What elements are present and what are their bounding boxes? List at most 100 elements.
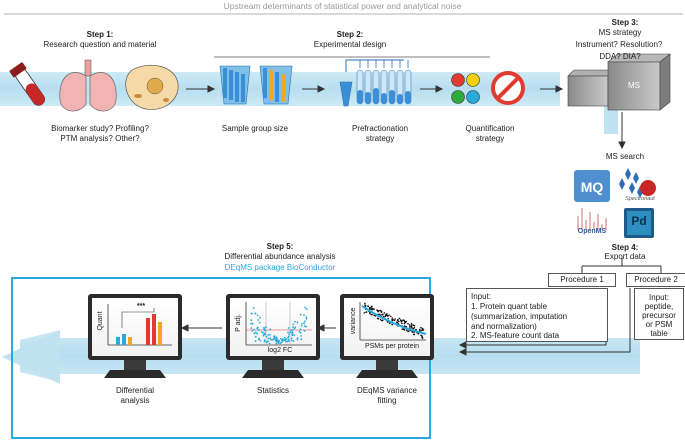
- volcano-point: [304, 320, 306, 323]
- volcano-point: [305, 317, 308, 320]
- monitor3-caption-2: fitting: [377, 396, 397, 405]
- variance-fit-line: [361, 305, 427, 335]
- volcano-point: [279, 342, 282, 345]
- input-1-line-2: 1. Protein quant table: [471, 302, 548, 311]
- volcano-point: [300, 335, 303, 337]
- input-1-box: Input: 1. Protein quant table (summariza…: [466, 288, 608, 342]
- volcano-point: [282, 338, 284, 340]
- monitor1-ylabel: Quant: [97, 311, 104, 331]
- variance-point: [387, 315, 389, 317]
- step1-caption-1: Biomarker study? Profiling?: [51, 124, 149, 133]
- volcano-point: [265, 326, 267, 329]
- volcano-point: [273, 335, 276, 337]
- volcano-point: [290, 339, 293, 342]
- variance-point: [388, 314, 390, 316]
- step3-title: MS strategy: [598, 28, 642, 37]
- volcano-point: [269, 328, 272, 331]
- step4-title: Export data: [604, 252, 646, 261]
- step1-title: Research question and material: [43, 40, 157, 49]
- variance-point: [379, 318, 382, 321]
- volcano-point: [256, 333, 259, 335]
- step3-question-1: Instrument? Resolution?: [575, 40, 663, 49]
- variance-point: [368, 307, 371, 310]
- prefrac-caption-2: strategy: [365, 134, 395, 143]
- maxquant-logo: [574, 170, 610, 202]
- volcano-point: [269, 337, 272, 340]
- volcano-point: [258, 329, 260, 331]
- lungs-icon: [59, 59, 117, 112]
- ms-search-label: MS search: [605, 152, 645, 161]
- variance-point: [376, 317, 379, 320]
- monitor1-caption-2: analysis: [120, 396, 150, 405]
- volcano-point: [279, 338, 282, 340]
- volcano-point: [254, 312, 257, 315]
- variance-point: [367, 305, 369, 307]
- variance-point: [385, 314, 388, 317]
- variance-point: [411, 327, 413, 329]
- variance-point: [376, 309, 378, 311]
- volcano-point: [300, 325, 303, 327]
- mini-bar-chart: [107, 304, 172, 346]
- volcano-point: [305, 325, 308, 328]
- volcano-point: [268, 342, 271, 345]
- flow-arrows-top: [186, 85, 564, 93]
- volcano-point: [259, 339, 262, 342]
- variance-point: [387, 317, 390, 320]
- input-2-line-2: peptide,: [644, 302, 674, 311]
- procedure-1-label: Procedure 1: [560, 275, 604, 284]
- volcano-point: [300, 323, 303, 325]
- volcano-point: [263, 339, 266, 342]
- volcano-point: [294, 320, 296, 323]
- quant-caption-1: Quantification: [465, 124, 515, 133]
- variance-point: [401, 328, 404, 331]
- mini-volcano-plot: [245, 302, 312, 346]
- volcano-point: [259, 316, 261, 319]
- volcano-point: [254, 340, 257, 342]
- input-2-line-4: or PSM: [645, 320, 673, 329]
- monitor1-significance: ***: [136, 303, 146, 310]
- input-2-box: Input: peptide, precursor or PSM table: [634, 288, 684, 340]
- band-down-connector: [604, 104, 618, 134]
- volcano-point: [251, 312, 253, 315]
- volcano-point: [285, 338, 288, 340]
- step3-question-2: DDA? DIA?: [599, 52, 641, 61]
- variance-point: [398, 317, 401, 320]
- ms-instrument-icon: [567, 53, 671, 111]
- volcano-point: [258, 337, 260, 340]
- procedure-2-box: Procedure 2: [626, 273, 685, 287]
- prefrac-caption-1: Prefractionation: [351, 124, 409, 133]
- volcano-point: [292, 323, 295, 326]
- quant-caption-2: strategy: [475, 134, 505, 143]
- variance-point: [391, 323, 394, 326]
- variance-point: [380, 311, 383, 313]
- volcano-point: [264, 333, 266, 336]
- volcano-point: [275, 340, 278, 342]
- volcano-point: [296, 338, 299, 341]
- monitor3-xlabel: PSMs per protein: [364, 343, 420, 350]
- volcano-point: [287, 331, 289, 334]
- volcano-point: [251, 330, 254, 332]
- variance-point: [412, 327, 415, 330]
- variance-point: [420, 329, 422, 332]
- volcano-point: [250, 327, 253, 330]
- variance-point: [364, 302, 366, 305]
- input-1-line-3: (summarization, imputation: [471, 312, 568, 321]
- volcano-point: [303, 322, 305, 324]
- variance-point: [413, 333, 416, 336]
- proteome-discoverer-logo: [624, 208, 654, 238]
- flow-arrows-bottom: [180, 324, 336, 332]
- volcano-point: [289, 331, 292, 333]
- volcano-point: [296, 337, 299, 339]
- volcano-point: [265, 335, 268, 338]
- volcano-point: [298, 330, 301, 333]
- step4-label: Step 4:: [611, 243, 639, 252]
- volcano-point: [291, 332, 294, 335]
- variance-point: [400, 320, 403, 323]
- volcano-point: [299, 328, 302, 331]
- volcano-point: [271, 338, 274, 341]
- no-label-icon: [491, 71, 525, 105]
- volcano-point: [288, 333, 291, 336]
- volcano-point: [287, 327, 290, 329]
- step5-title: Differential abundance analysis: [224, 252, 336, 261]
- variance-point: [394, 318, 397, 320]
